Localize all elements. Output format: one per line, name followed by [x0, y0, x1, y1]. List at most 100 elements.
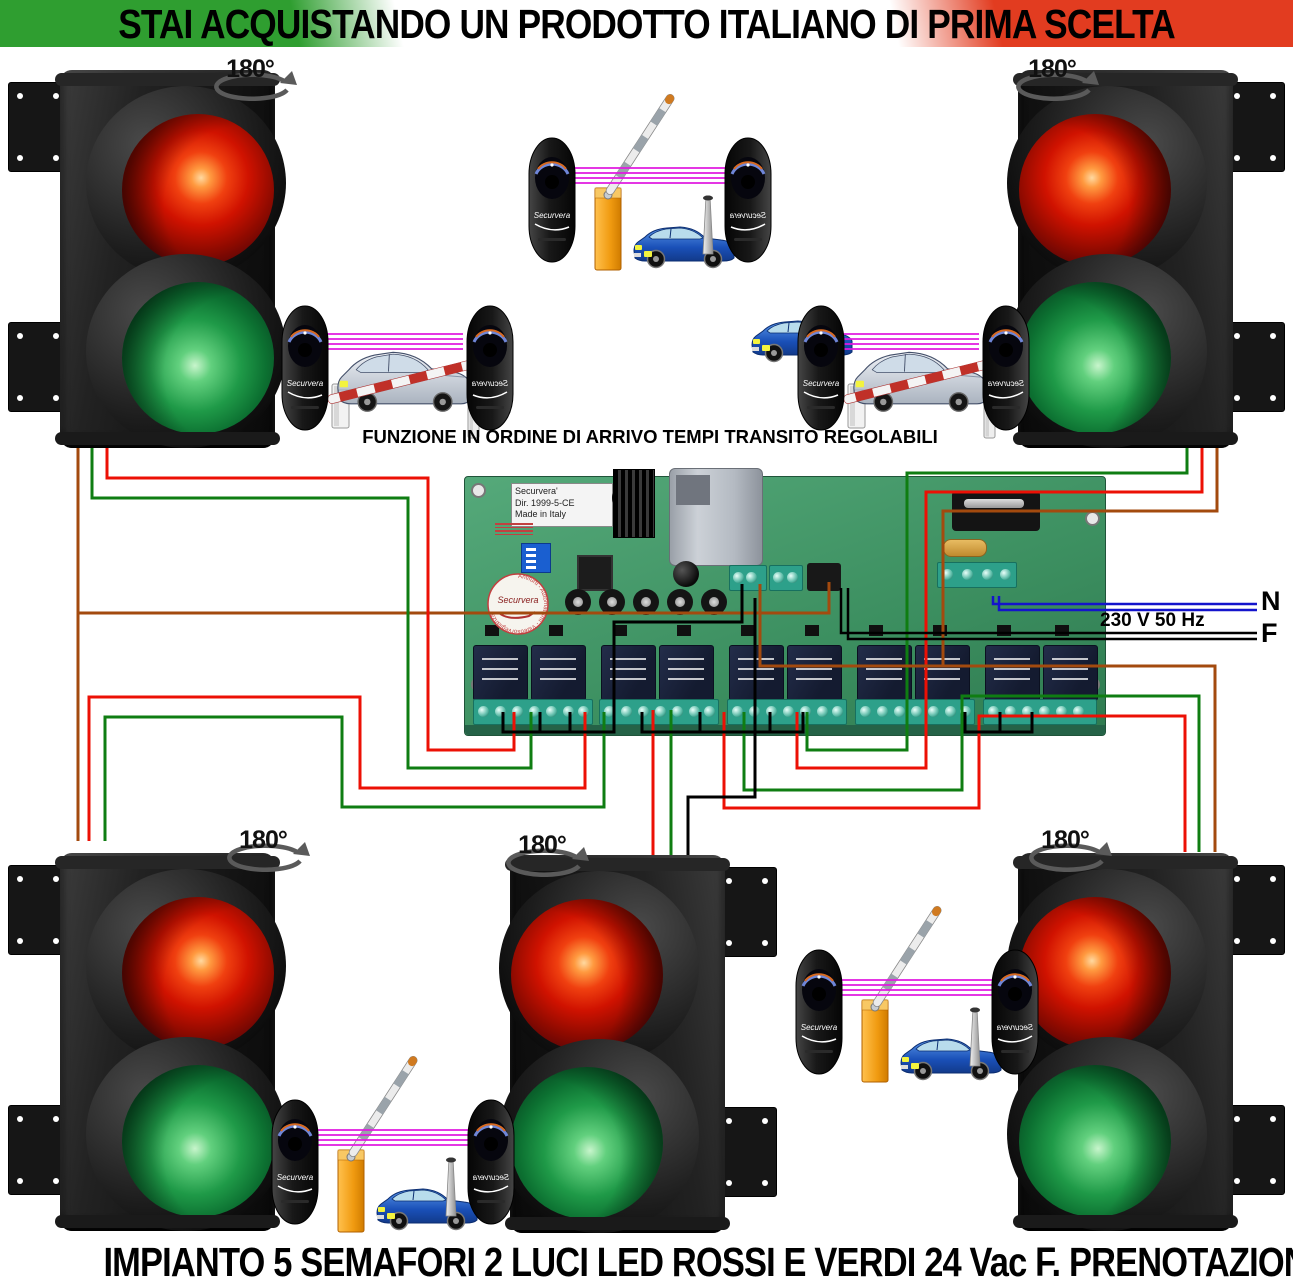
transistor-icon: [869, 625, 883, 636]
transistor-icon: [805, 625, 819, 636]
relay-icon: [1043, 645, 1098, 701]
transistor-icon: [933, 625, 947, 636]
relay-icon: [857, 645, 912, 701]
rotation-label: 180°: [1028, 55, 1077, 83]
red-lamp-hood: [86, 86, 286, 280]
red-light: [122, 114, 274, 266]
phase-label: F: [1261, 618, 1278, 648]
traffic-light-top-right: [1000, 60, 1285, 458]
transistor-icon: [997, 625, 1011, 636]
connector-icon: [807, 563, 841, 591]
wall-bracket: [8, 322, 68, 412]
traffic-light-bottom-left: [8, 843, 293, 1241]
trimmer-icon: [633, 589, 659, 615]
wire-blue: [997, 596, 1257, 612]
rotation-badge-top-right: 180°: [1002, 55, 1102, 101]
green-light: [122, 1065, 274, 1217]
green-lamp-hood: [499, 1039, 699, 1233]
transistor-icon: [613, 625, 627, 636]
terminal-strip: [855, 699, 975, 725]
transistor-icon: [677, 625, 691, 636]
transistor-icon: [1055, 625, 1069, 636]
gate-scene-mid-right: [796, 304, 1031, 439]
wall-bracket: [8, 865, 68, 955]
green-lamp-hood: [1007, 254, 1207, 448]
traffic-light-body: [499, 855, 725, 1233]
wall-bracket: [1225, 322, 1285, 412]
rotation-label: 180°: [518, 831, 567, 859]
photocell-beams: [573, 167, 727, 184]
wire-red: [795, 446, 1204, 770]
wire-green: [805, 446, 1189, 752]
wire-red: [105, 446, 516, 752]
terminal-strip: [727, 699, 847, 725]
trimmer-icon: [565, 589, 591, 615]
bottom-title-bar: IMPIANTO 5 SEMAFORI 2 LUCI LED ROSSI E V…: [0, 1238, 1293, 1285]
traffic-light-body: [55, 70, 286, 448]
terminal-strip: [983, 699, 1097, 725]
green-light: [1019, 282, 1171, 434]
neutral-label: N: [1261, 586, 1281, 616]
photocell-beams: [842, 333, 979, 350]
mounting-hole-icon: [471, 483, 486, 498]
rotation-badge-bottom-middle: 180°: [492, 831, 592, 877]
rotation-badge-bottom-left: 180°: [213, 826, 313, 872]
gate-scene-bottom-left: [270, 1054, 516, 1233]
green-lamp-hood: [86, 1037, 286, 1231]
trimmer-icon: [667, 589, 693, 615]
wire-brown: [78, 582, 831, 615]
relay-icon: [659, 645, 714, 701]
red-lamp-hood: [499, 871, 699, 1065]
wire-green: [742, 694, 1201, 852]
board-label-line3: Made in Italy: [515, 509, 567, 519]
wire-black: [686, 598, 757, 856]
wall-bracket: [717, 1107, 777, 1197]
red-light: [122, 897, 274, 1049]
wire-green: [90, 446, 533, 770]
bottom-title: IMPIANTO 5 SEMAFORI 2 LUCI LED ROSSI E V…: [103, 1239, 1293, 1285]
green-lamp-hood: [86, 254, 286, 448]
wire-brown: [758, 584, 1217, 852]
photocell-beams: [316, 1129, 470, 1146]
rotation-label: 180°: [1041, 826, 1090, 854]
banner-text: STAI ACQUISTANDO UN PRODOTTO ITALIANO DI…: [118, 1, 1175, 47]
power-terminal-block: [937, 562, 1017, 588]
wire-black: [640, 712, 805, 734]
wire-green: [103, 712, 606, 841]
red-light: [511, 899, 663, 1051]
terminal-block: [769, 565, 803, 591]
capacitor-icon: [673, 561, 699, 587]
wall-bracket: [8, 82, 68, 172]
stamp-logo: Antifurti - Automatismi - Videosorveglia…: [487, 573, 549, 635]
dip-switch-icon: [521, 543, 551, 573]
traffic-light-top-left: [8, 60, 293, 458]
green-light: [122, 282, 274, 434]
relay-icon: [531, 645, 586, 701]
rotation-badge-bottom-right: 180°: [1015, 826, 1115, 872]
voltage-label: 230 V 50 Hz: [1100, 610, 1205, 631]
transistor-icon: [741, 625, 755, 636]
wall-bracket: [717, 867, 777, 957]
photocell-beams: [326, 333, 463, 350]
rotation-label: 180°: [226, 55, 275, 83]
board-printing: [495, 521, 533, 537]
wire-black: [501, 584, 744, 734]
transformer-icon: [669, 468, 763, 566]
gate-scene-mid-left: [280, 304, 515, 439]
board-label-line1: Securvera': [515, 486, 558, 496]
terminal-strip: [473, 699, 593, 725]
relay-icon: [787, 645, 842, 701]
rotation-label: 180°: [239, 826, 288, 854]
wire-red: [87, 695, 587, 841]
red-light: [1019, 114, 1171, 266]
wire-blue: [991, 596, 1257, 606]
rotation-badge-top-left: 180°: [200, 55, 300, 101]
wire-red: [722, 712, 1187, 852]
green-light: [511, 1067, 663, 1219]
traffic-light-body: [55, 853, 286, 1231]
stamp-center-text: Securvera: [497, 595, 538, 605]
top-banner: STAI ACQUISTANDO UN PRODOTTO ITALIANO DI…: [0, 0, 1293, 47]
photocell-beams: [840, 979, 994, 996]
function-note: FUNZIONE IN ORDINE DI ARRIVO TEMPI TRANS…: [362, 426, 938, 447]
